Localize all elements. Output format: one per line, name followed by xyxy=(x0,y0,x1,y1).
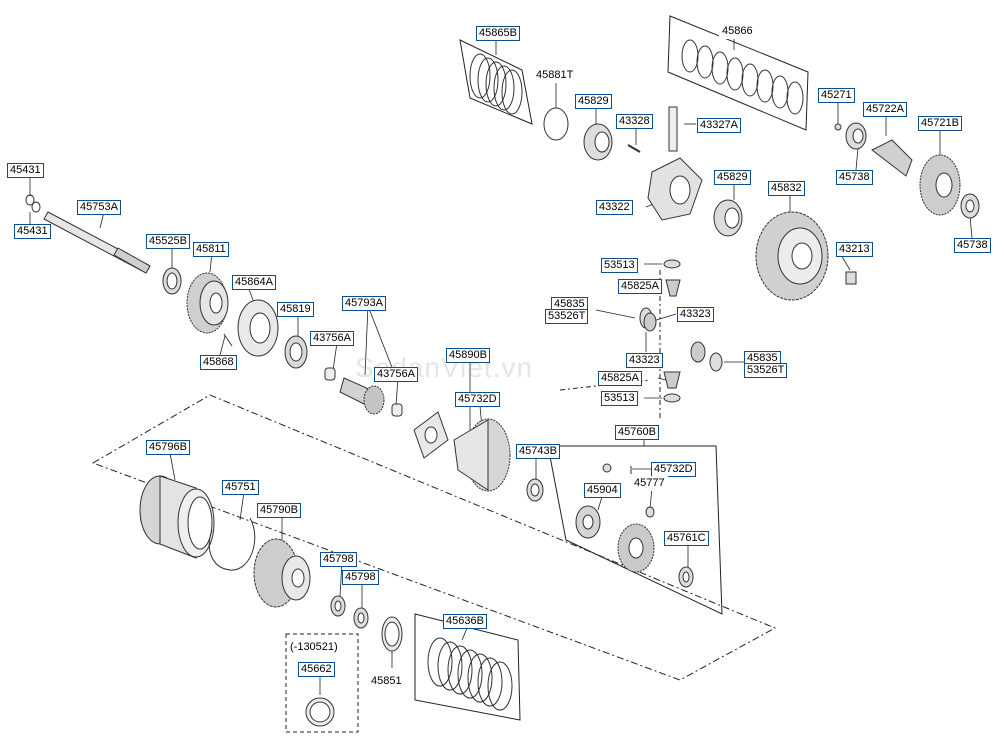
part-label-45431-bottom[interactable]: 45431 xyxy=(14,224,51,239)
part-label-43323-right[interactable]: 43323 xyxy=(677,307,714,322)
part-label-45825A-top[interactable]: 45825A xyxy=(618,279,662,294)
part-label-45271[interactable]: 45271 xyxy=(818,88,855,103)
part-label-45751[interactable]: 45751 xyxy=(222,480,259,495)
part-label-43328[interactable]: 43328 xyxy=(616,114,653,129)
part-label-45636B[interactable]: 45636B xyxy=(443,614,487,629)
part-label-45753A[interactable]: 45753A xyxy=(77,200,121,215)
part-label-45732D-top[interactable]: 45732D xyxy=(455,392,500,407)
part-label-43323-left[interactable]: 43323 xyxy=(626,353,663,368)
part-label-45864A[interactable]: 45864A xyxy=(232,275,276,290)
part-label-53513-bottom[interactable]: 53513 xyxy=(601,391,638,406)
part-label-45793A[interactable]: 45793A xyxy=(342,296,386,311)
part-label-45881T: 45881T xyxy=(533,68,577,83)
part-label-45777: 45777 xyxy=(631,476,668,491)
part-label-45790B[interactable]: 45790B xyxy=(257,503,301,518)
part-label-53526T-right[interactable]: 53526T xyxy=(744,363,788,378)
part-label-43756A-right[interactable]: 43756A xyxy=(374,367,418,382)
part-label-45904[interactable]: 45904 xyxy=(584,483,621,498)
part-label-45743B[interactable]: 45743B xyxy=(516,444,560,459)
part-label-130521: (-130521) xyxy=(287,640,341,655)
part-label-53513-top[interactable]: 53513 xyxy=(601,258,638,273)
part-label-43322[interactable]: 43322 xyxy=(596,200,633,215)
part-label-45796B[interactable]: 45796B xyxy=(146,440,190,455)
part-label-43213[interactable]: 43213 xyxy=(836,242,873,257)
part-label-45738-left[interactable]: 45738 xyxy=(836,170,873,185)
part-label-45865B[interactable]: 45865B xyxy=(476,26,520,41)
part-label-45525B[interactable]: 45525B xyxy=(146,234,190,249)
part-label-45811[interactable]: 45811 xyxy=(193,242,229,257)
part-label-45832[interactable]: 45832 xyxy=(768,181,805,196)
part-label-45851: 45851 xyxy=(368,674,405,689)
part-label-45732D-bottom[interactable]: 45732D xyxy=(651,462,696,477)
part-label-45890B[interactable]: 45890B xyxy=(446,348,490,363)
part-label-45722A[interactable]: 45722A xyxy=(863,102,907,117)
part-label-45798-top[interactable]: 45798 xyxy=(320,552,357,567)
part-label-45866: 45866 xyxy=(719,24,756,39)
part-label-45825A-bottom[interactable]: 45825A xyxy=(598,371,642,386)
part-label-45721B[interactable]: 45721B xyxy=(918,116,962,131)
part-label-45761C[interactable]: 45761C xyxy=(664,531,709,546)
part-label-45868[interactable]: 45868 xyxy=(200,355,237,370)
part-label-45662[interactable]: 45662 xyxy=(298,662,335,677)
part-label-45829-right[interactable]: 45829 xyxy=(714,170,751,185)
part-label-45835-left[interactable]: 45835 xyxy=(551,297,588,312)
part-label-45819[interactable]: 45819 xyxy=(277,302,314,317)
part-label-45798-bottom[interactable]: 45798 xyxy=(342,570,379,585)
part-label-53526T-left[interactable]: 53526T xyxy=(545,309,589,324)
part-label-45738-right[interactable]: 45738 xyxy=(954,238,991,253)
part-label-43756A-left[interactable]: 43756A xyxy=(310,331,354,346)
part-label-43327A[interactable]: 43327A xyxy=(697,118,741,133)
part-label-45829-top[interactable]: 45829 xyxy=(575,94,612,109)
part-label-45431-top[interactable]: 45431 xyxy=(7,163,44,178)
part-label-45760B[interactable]: 45760B xyxy=(615,425,659,440)
